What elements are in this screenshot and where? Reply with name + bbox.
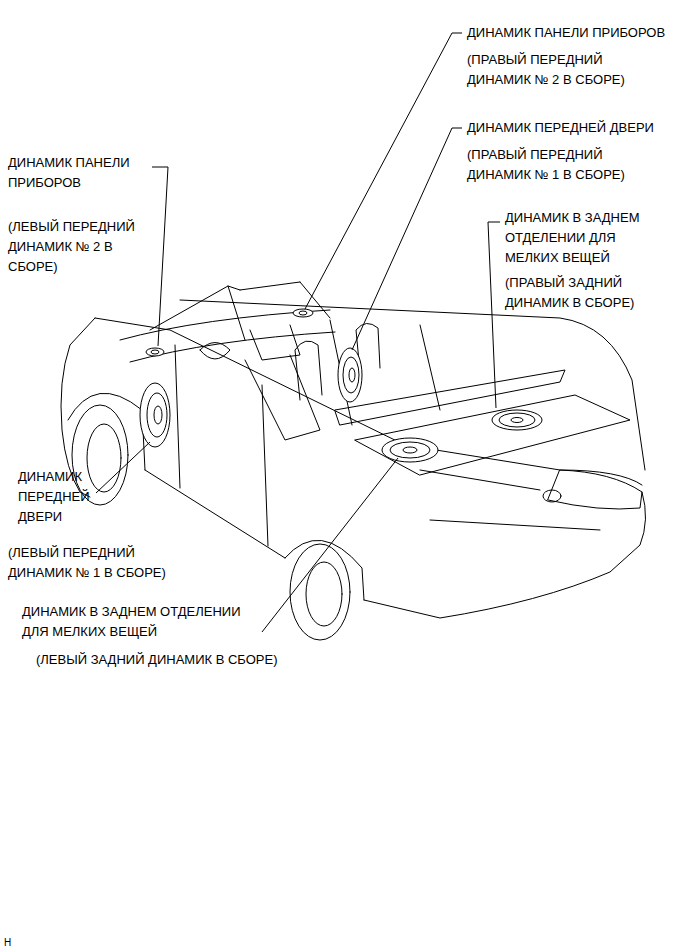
callout-label: (ПРАВЫЙ ЗАДНИЙ ДИНАМИК В СБОРЕ) — [505, 273, 657, 313]
callout-label: ДИНАМИК ПЕРЕДНЕЙ ДВЕРИ — [467, 118, 682, 138]
callout-label: (ЛЕВЫЙ ЗАДНИЙ ДИНАМИК В СБОРЕ) — [36, 650, 336, 670]
callout-label: ДИНАМИК В ЗАДНЕМ ОТДЕЛЕНИИ ДЛЯ МЕЛКИХ ВЕ… — [22, 602, 258, 642]
leader-line — [152, 167, 168, 346]
callout-label: ДИНАМИК ПАНЕЛИ ПРИБОРОВ — [467, 23, 682, 43]
trunk-edge — [405, 445, 642, 485]
sill — [145, 470, 285, 558]
right-dash-speaker — [293, 309, 313, 317]
callout-label: (ЛЕВЫЙ ПЕРЕДНИЙ ДИНАМИК № 2 В СБОРЕ) — [8, 217, 142, 277]
callout-label: ДИНАМИК ПАНЕЛИ ПРИБОРОВ — [8, 153, 148, 193]
callout-label: (ПРАВЫЙ ПЕРЕДНИЙ ДИНАМИК № 2 В СБОРЕ) — [467, 50, 639, 90]
far-b-pillar — [420, 325, 440, 410]
left-rear-speaker — [382, 438, 438, 462]
left-door-speaker — [140, 383, 170, 447]
callout-label: (ПРАВЫЙ ПЕРЕДНИЙ ДИНАМИК № 1 В СБОРЕ) — [467, 145, 639, 185]
right-rear-speaker — [492, 410, 542, 430]
far-a-pillar — [300, 282, 330, 318]
center-console — [245, 355, 320, 440]
a-pillar-inner — [228, 286, 245, 340]
callout-label: ДИНАМИК В ЗАДНЕМ ОТДЕЛЕНИИ ДЛЯ МЕЛКИХ ВЕ… — [505, 208, 657, 268]
leader-line — [352, 128, 462, 350]
leader-line — [96, 442, 150, 493]
far-beltline — [180, 300, 645, 470]
trunk-lines — [420, 470, 600, 530]
figure-code: H — [4, 933, 24, 951]
front-rim — [87, 424, 121, 492]
near-a-pillar — [150, 286, 240, 330]
center-display — [250, 325, 300, 360]
rear-rim — [306, 562, 342, 626]
front-seat-near — [295, 341, 322, 400]
front-wheel-arch — [68, 393, 145, 470]
steering-wheel — [200, 343, 230, 360]
callout-label: ДИНАМИК ПЕРЕДНЕЙ ДВЕРИ — [18, 467, 98, 527]
callout-label: (ЛЕВЫЙ ПЕРЕДНИЙ ДИНАМИК № 1 В СБОРЕ) — [8, 543, 186, 583]
instrument-panel-lower — [130, 332, 335, 362]
rear-wheel-arch — [285, 540, 364, 600]
emblem — [543, 490, 561, 502]
windshield-top — [240, 282, 300, 290]
right-door-speaker — [338, 348, 362, 402]
leader-line — [488, 222, 500, 408]
front-door-front-edge — [175, 345, 180, 488]
parcel-shelf — [355, 395, 630, 475]
tail-light — [548, 470, 642, 509]
leader-line — [262, 458, 398, 632]
left-dash-speaker — [146, 348, 164, 356]
leader-line — [305, 33, 462, 309]
instrument-panel — [120, 310, 330, 340]
rear-bumper — [364, 492, 646, 618]
front-door-rear-edge — [262, 385, 268, 546]
